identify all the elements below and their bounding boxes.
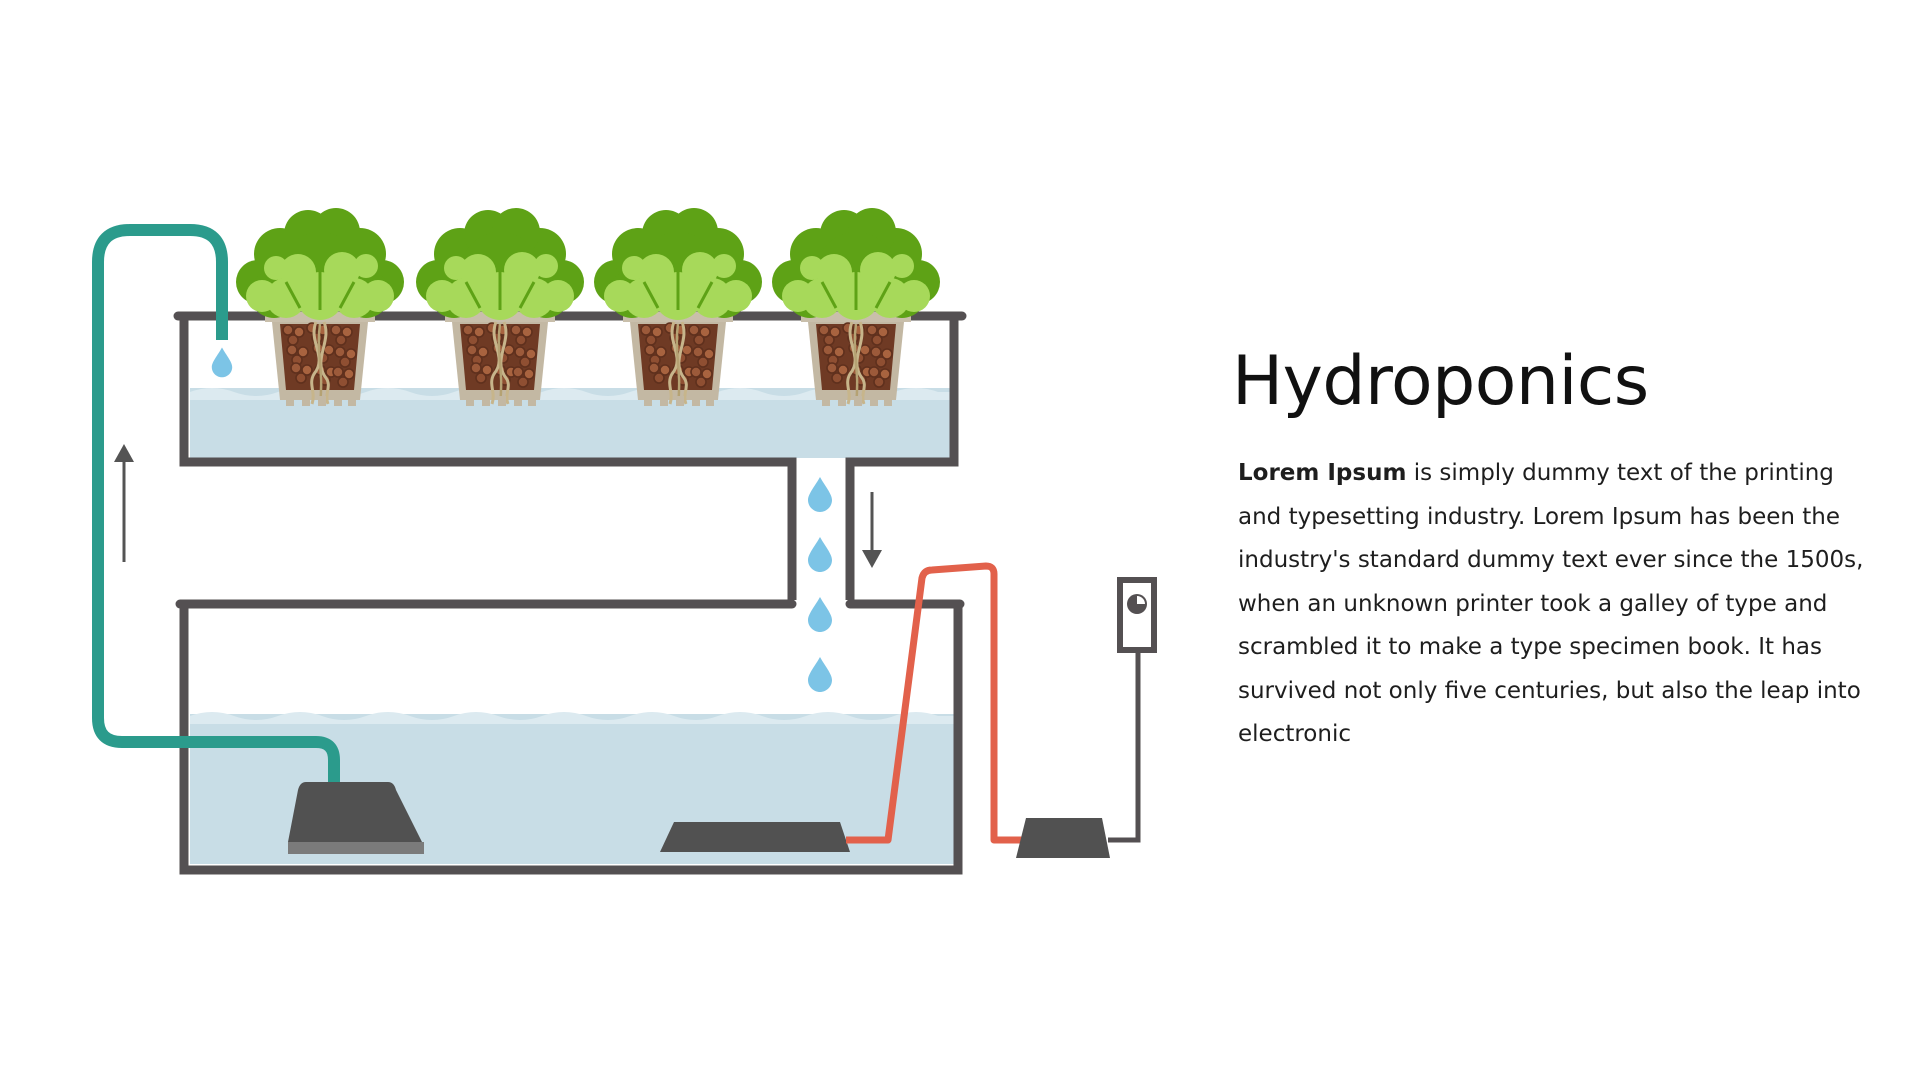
lettuce-icon (416, 208, 584, 406)
description-lead: Lorem Ipsum (1238, 460, 1407, 486)
description-paragraph: Lorem Ipsum is simply dummy text of the … (1238, 452, 1872, 757)
air-line (846, 562, 1024, 844)
water-pump (288, 782, 424, 854)
flow-arrow-up (114, 444, 134, 562)
timer-icon (1117, 577, 1157, 653)
water-drop-icon (211, 347, 233, 378)
water-drop-icon (808, 477, 832, 512)
return-pipe (92, 224, 340, 790)
air-pump (1016, 818, 1110, 858)
lower-water-surface (190, 712, 954, 724)
upper-bed-walls (179, 316, 959, 600)
plant-row (236, 208, 940, 406)
info-panel: Hydroponics Lorem Ipsum is simply dummy … (1232, 338, 1872, 757)
timer-cable (1108, 650, 1141, 843)
overflow-drops (808, 477, 832, 692)
description-text: is simply dummy text of the printing and… (1238, 460, 1864, 747)
lettuce-icon (594, 208, 762, 406)
water-drop-icon (808, 657, 832, 692)
page-title: Hydroponics (1232, 342, 1649, 421)
upper-water-surface (190, 388, 954, 400)
air-stone (660, 822, 850, 852)
water-drop-icon (808, 597, 832, 632)
flow-arrow-down (862, 492, 882, 568)
water-drop-icon (808, 537, 832, 572)
lettuce-icon (236, 208, 404, 406)
lettuce-icon (772, 208, 940, 406)
